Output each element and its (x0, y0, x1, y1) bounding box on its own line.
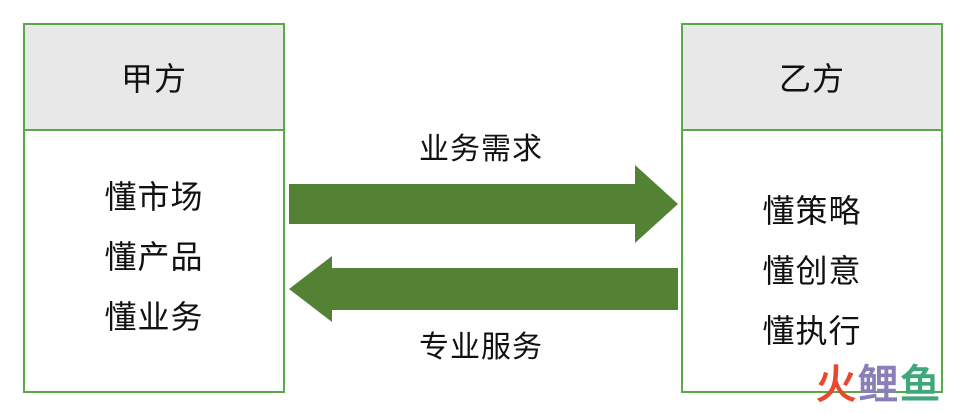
party-a-item: 懂市场 (104, 178, 204, 216)
party-b-item: 懂执行 (762, 312, 862, 350)
watermark-char: 火 (816, 362, 858, 408)
forward-arrow (289, 165, 678, 243)
watermark-char: 鱼 (900, 362, 942, 408)
party-a-title: 甲方 (25, 25, 283, 131)
party-b-item: 懂策略 (762, 192, 862, 230)
watermark-logo: 火鲤鱼 (816, 352, 942, 410)
backward-arrow (289, 256, 678, 322)
party-a-item: 懂产品 (104, 238, 204, 276)
backward-flow-label: 专业服务 (419, 330, 543, 365)
flow-arrows (289, 165, 678, 322)
party-b-box: 乙方 懂策略 懂创意 懂执行 (681, 23, 943, 393)
forward-flow-label: 业务需求 (419, 132, 543, 167)
party-a-box: 甲方 懂市场 懂产品 懂业务 (23, 23, 285, 393)
party-a-item: 懂业务 (104, 298, 204, 336)
watermark-char: 鲤 (858, 362, 900, 408)
party-b-item: 懂创意 (762, 252, 862, 290)
party-b-title: 乙方 (683, 25, 941, 131)
